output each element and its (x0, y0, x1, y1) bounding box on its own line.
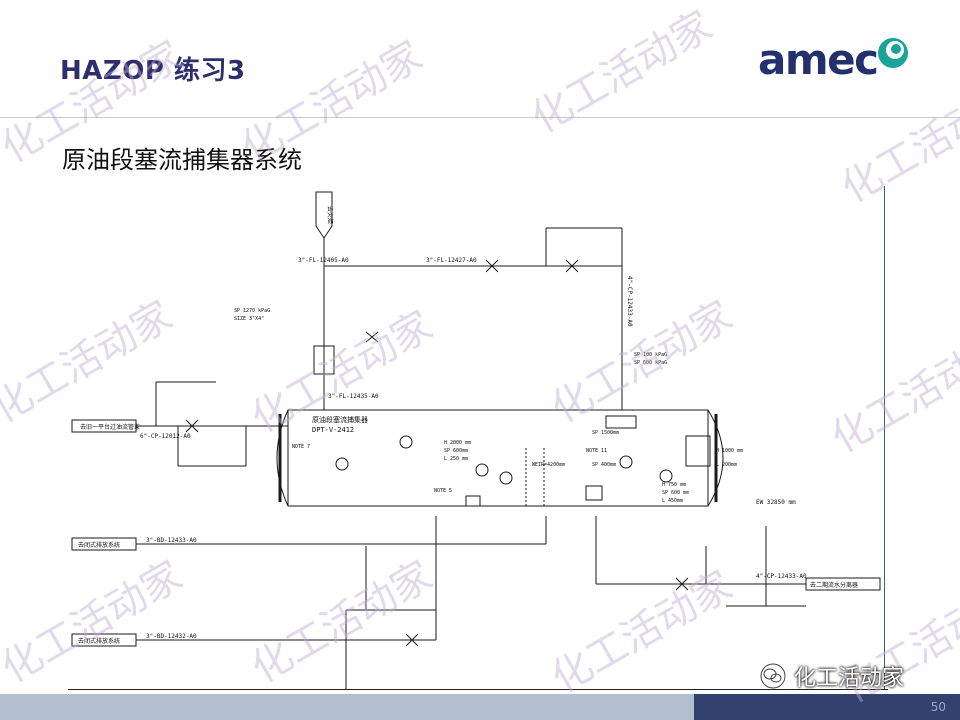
pipe-size-label: EW 32850 mm (756, 499, 796, 506)
h-level2-label: H 750 mm (662, 482, 686, 488)
footer-rule (68, 689, 888, 690)
vessel-body (276, 409, 724, 507)
sp-level-label: SP 600mm (444, 448, 468, 454)
wechat-badge: 化工活动家 (760, 660, 904, 692)
page-number: 50 (930, 700, 946, 714)
logo-wordmark: amec (758, 35, 879, 84)
top-relief-line-label: 3"-FL-12405-A0 (298, 257, 349, 264)
sp-level2-label: SP 1500mm (592, 430, 619, 436)
sp-level4-label: SP 600 mm (662, 490, 689, 496)
h-level3-label: H 1000 mm (716, 448, 743, 454)
footer-dark-band (694, 694, 960, 720)
drain2-destination-label: 去闭式排放系统 (78, 637, 120, 645)
wechat-icon (760, 663, 786, 689)
vessel-name-label: 原油段塞流捕集器 (312, 415, 368, 424)
l-level3-label: L 200mm (716, 462, 737, 468)
wechat-account-name: 化工活动家 (794, 666, 905, 691)
vessel-tag-label: DPT-V-2412 (312, 426, 354, 434)
l-level2-label: L 450mm (662, 498, 683, 504)
slide-subtitle: 原油段塞流捕集器系统 (62, 146, 302, 174)
inlet-source-label: 去旧一平台过油流管束 (80, 423, 140, 431)
diagram-frame-edge (884, 186, 885, 690)
title-divider (0, 117, 960, 118)
logo-swirl-icon (878, 38, 908, 68)
top-header-line-label: 3"-FL-12427-A0 (426, 257, 477, 264)
slide-title: HAZOP 练习3 (60, 56, 246, 86)
outlet-line-label: 4"-CP-12433-A0 (756, 573, 807, 580)
flare-arrow (315, 191, 333, 239)
pid-diagram: 去旧一平台过油流管束 6"-CP-12012-A0 去火炬 3"-FL-1240… (71, 191, 881, 690)
outlet-destination-label: 去二期流水分离器 (810, 581, 858, 589)
set-pressure-label: SP 1270 kPaG (234, 308, 270, 314)
sp-press2-label: SP 600 kPaG (634, 360, 667, 366)
drain2-line-label: 3"-BD-12432-A0 (146, 633, 197, 640)
sp-level3-label: SP 400mm (592, 462, 616, 468)
flare-label: 去火炬 (326, 206, 334, 224)
inlet-line-label: 6"-CP-12012-A0 (140, 433, 191, 440)
sp-press-label: SP 100 kPaG (634, 352, 667, 358)
note11-label: NOTE 11 (586, 448, 607, 454)
watermark: 化工活动家 (523, 2, 721, 143)
drain1-destination-label: 去闭式排放系统 (78, 541, 120, 549)
l-level-label: L 250 mm (444, 456, 468, 462)
psv-size-label: SIZE 3"X4" (234, 316, 264, 322)
right-riser-line-label: 4"-CP-12433-A0 (626, 276, 633, 327)
amec-logo: amec (758, 36, 918, 92)
drain1-line-label: 3"-BD-12433-A0 (146, 537, 197, 544)
note5-label: NOTE 5 (434, 488, 452, 494)
note7-label: NOTE 7 (292, 444, 310, 450)
weir-label: WEIR=4200mm (532, 462, 565, 468)
relief-down-line-label: 3"-FL-12435-A0 (328, 393, 379, 400)
h-level-label: H 2000 mm (444, 440, 471, 446)
